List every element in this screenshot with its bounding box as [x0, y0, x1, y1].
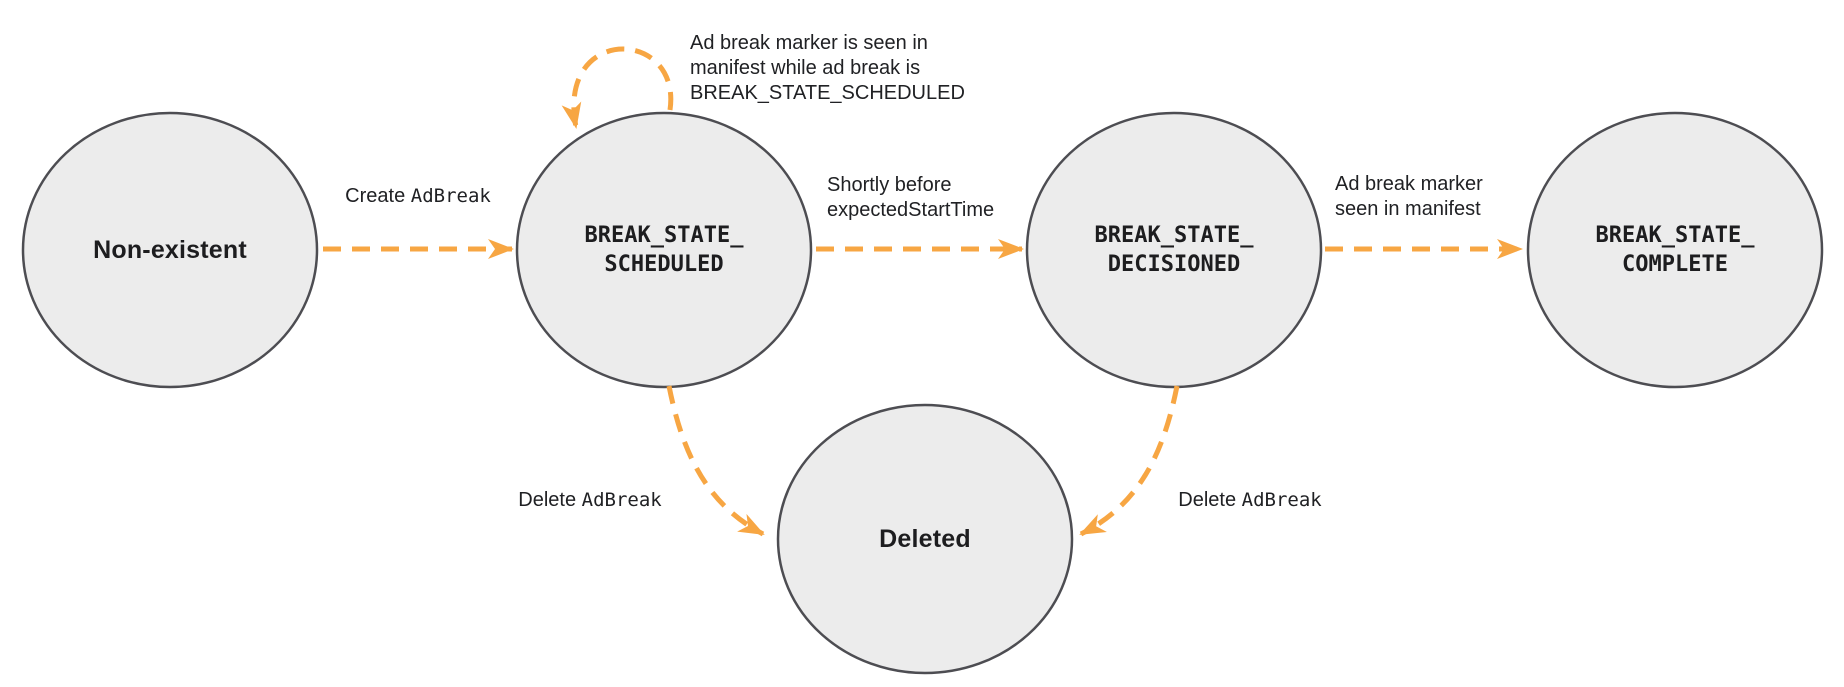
transition-label-code: AdBreak: [410, 185, 491, 207]
transition-label-code: AdBreak: [1241, 489, 1322, 511]
transition-label-code: BREAK_STATE_SCHEDULED: [690, 82, 965, 104]
transition-arrow-delete-from-scheduled: [666, 385, 765, 537]
transition-label-delete-from-decisioned: Delete AdBreak: [1150, 488, 1350, 513]
transition-label-prefix: Create: [345, 185, 411, 207]
transition-label-line1: Ad break marker is seen in: [690, 32, 928, 54]
transition-arrow-self-loop: [561, 46, 674, 129]
transition-label-to-complete: Ad break marker seen in manifest: [1335, 172, 1483, 222]
state-label-text-line2: SCHEDULED: [604, 252, 724, 277]
state-label-text: Non-existent: [93, 236, 247, 264]
state-label-text-line2: COMPLETE: [1622, 252, 1728, 277]
transition-label-delete-from-scheduled: Delete AdBreak: [490, 488, 690, 513]
state-circle-scheduled: [515, 111, 813, 389]
state-circle-decisioned: [1025, 111, 1323, 389]
state-label-scheduled: BREAK_STATE_ SCHEDULED: [517, 113, 811, 387]
transition-label-prefix: Delete: [518, 489, 582, 511]
state-label-text-line1: BREAK_STATE_: [584, 223, 744, 248]
state-label-complete: BREAK_STATE_ COMPLETE: [1528, 113, 1822, 387]
transition-arrow-delete-from-decisioned: [1079, 385, 1180, 537]
state-label-decisioned: BREAK_STATE_ DECISIONED: [1027, 113, 1321, 387]
transition-label-create: Create AdBreak: [318, 184, 518, 209]
transition-label-code: AdBreak: [581, 489, 662, 511]
transition-label-line2: manifest while ad break is: [690, 57, 921, 79]
state-label-non-existent: Non-existent: [23, 113, 317, 387]
state-label-deleted: Deleted: [778, 405, 1072, 673]
state-label-text-line1: BREAK_STATE_: [1094, 223, 1254, 248]
transition-label-code: expectedStartTime: [827, 199, 995, 221]
state-circle-non-existent: [21, 111, 319, 389]
transition-label-self-loop: Ad break marker is seen in manifest whil…: [690, 31, 965, 106]
transition-label-line1: Ad break marker: [1335, 173, 1483, 195]
transition-label-line1: Shortly before: [827, 174, 952, 196]
transition-label-to-decisioned: Shortly before expectedStartTime: [827, 173, 994, 223]
state-circle-deleted: [776, 403, 1074, 675]
state-label-text-line1: BREAK_STATE_: [1595, 223, 1755, 248]
state-label-text-line2: DECISIONED: [1107, 252, 1241, 277]
state-circle-complete: [1526, 111, 1824, 389]
state-label-text: Deleted: [879, 525, 971, 553]
transition-label-prefix: Delete: [1178, 489, 1242, 511]
transition-label-line2: seen in manifest: [1335, 198, 1481, 220]
